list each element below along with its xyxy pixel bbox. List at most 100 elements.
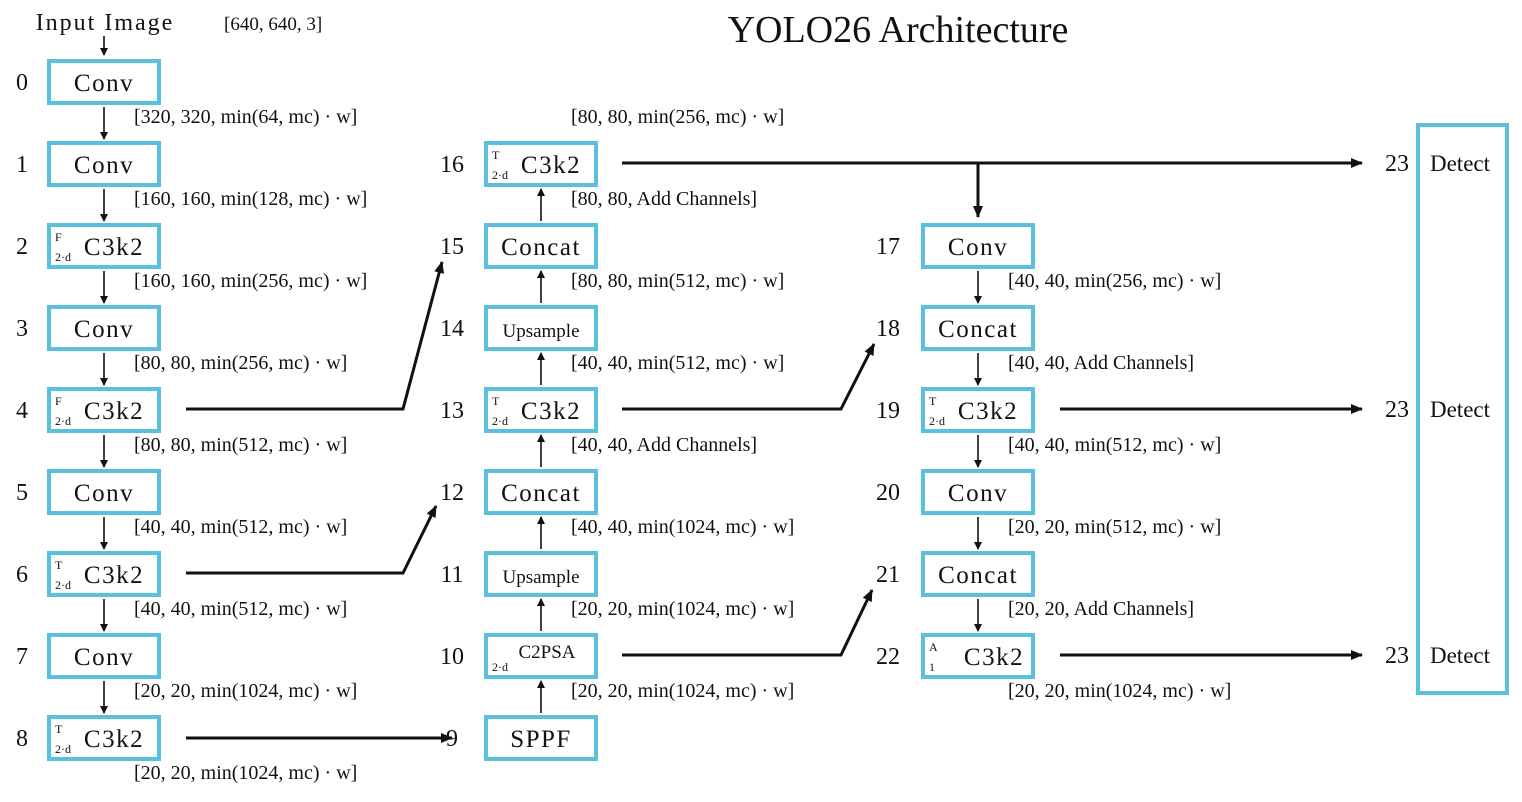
layer-22: 22 C3k2 A 1 [876,633,1035,679]
layer-6: 6 C3k2 T 2·d [16,551,161,597]
layer-0-index: 0 [16,70,28,96]
layer-4-box [47,387,161,433]
layer-16-label: C3k2 [521,152,581,179]
layer-4-subscript: 2·d [55,414,71,428]
input-shape-label: [640, 640, 3] [224,14,322,35]
layer-22-label: C3k2 [964,644,1024,671]
annotation-a16-out: [80, 80, min(256, mc) · w] [571,106,784,128]
layer-11-label: Upsample [502,567,579,588]
layer-9-label: SPPF [510,726,572,753]
layer-5: 5 Conv [16,469,161,515]
layer-6-label: C3k2 [84,562,144,589]
diagram-title: YOLO26 Architecture [728,9,1069,51]
layer-19-superscript: T [929,394,937,408]
layer-21-index: 21 [876,562,900,588]
layer-18-box [921,305,1035,351]
layer-5-index: 5 [16,480,28,506]
layer-19-label: C3k2 [958,398,1018,425]
annotation-a20-21: [20, 20, min(512, mc) · w] [1008,516,1221,538]
layer-13-superscript: T [492,394,500,408]
layer-8-superscript: T [55,722,63,736]
layer-15-box [484,223,598,269]
skip-arrow-13-to-18 [622,343,876,411]
layer-6-superscript: T [55,558,63,572]
annotation-a0-1: [320, 320, min(64, mc) · w] [134,106,357,128]
detect-index-0: 23 [1385,151,1409,177]
layer-2-superscript: F [55,230,62,244]
annotation-a4-5: [80, 80, min(512, mc) · w] [134,434,347,456]
layer-17-index: 17 [876,234,900,260]
layer-22-superscript: A [929,640,938,654]
layer-4-index: 4 [16,398,28,424]
layer-19-box [921,387,1035,433]
layer-12-label: Concat [501,480,581,507]
layer-0-box [47,59,161,105]
layer-13-box [484,387,598,433]
layer-15-label: Concat [501,234,581,261]
annotation-a8-out: [20, 20, min(1024, mc) · w] [134,762,357,784]
layer-10-index: 10 [440,644,464,670]
layer-10-label: C2PSA [518,642,575,663]
skip-arrow-10-to-21 [622,589,874,657]
layer-6-subscript: 2·d [55,578,71,592]
layer-7-box [47,633,161,679]
layer-21-box [921,551,1035,597]
layer-11: 11 Upsample [440,551,598,597]
layer-10-subscript: 2·d [492,660,508,674]
layer-8-subscript: 2·d [55,742,71,756]
layer-19-index: 19 [876,398,900,424]
layer-14-box [484,305,598,351]
layer-18-index: 18 [876,316,900,342]
detect-label-2: Detect [1430,643,1491,668]
layer-17-box [921,223,1035,269]
layer-11-index: 11 [440,562,463,588]
layer-21-label: Concat [938,562,1018,589]
layer-16-superscript: T [492,148,500,162]
layer-4-superscript: F [55,394,62,408]
layer-22-box [921,633,1035,679]
annotation-a1-2: [160, 160, min(128, mc) · w] [134,188,367,210]
annotation-a6-7: [40, 40, min(512, mc) · w] [134,598,347,620]
layer-13-index: 13 [440,398,464,424]
layer-8-label: C3k2 [84,726,144,753]
layer-5-label: Conv [74,480,134,507]
layer-14-index: 14 [440,316,464,342]
layer-10-box [484,633,598,679]
input-image-label: Input Image [36,10,175,36]
layer-7-label: Conv [74,644,134,671]
layer-22-subscript: 1 [929,660,935,674]
annotation-a3-4: [80, 80, min(256, mc) · w] [134,352,347,374]
annotation-a7-8: [20, 20, min(1024, mc) · w] [134,680,357,702]
layer-16-index: 16 [440,152,464,178]
annotation-a10-11: [20, 20, min(1024, mc) · w] [571,598,794,620]
layer-6-index: 6 [16,562,28,588]
layer-8-box [47,715,161,761]
layer-1-index: 1 [16,152,28,178]
layer-20-label: Conv [948,480,1008,507]
layer-4-label: C3k2 [84,398,144,425]
layer-1-box [47,141,161,187]
layer-11-box [484,551,598,597]
layer-22-index: 22 [876,644,900,670]
layer-13-subscript: 2·d [492,414,508,428]
annotation-a12-13: [40, 40, Add Channels] [571,434,757,456]
layer-21: 21 Concat [876,551,1035,597]
layer-16-box [484,141,598,187]
layer-20-box [921,469,1035,515]
annotation-a15-16: [80, 80, Add Channels] [571,188,757,210]
layer-6-box [47,551,161,597]
